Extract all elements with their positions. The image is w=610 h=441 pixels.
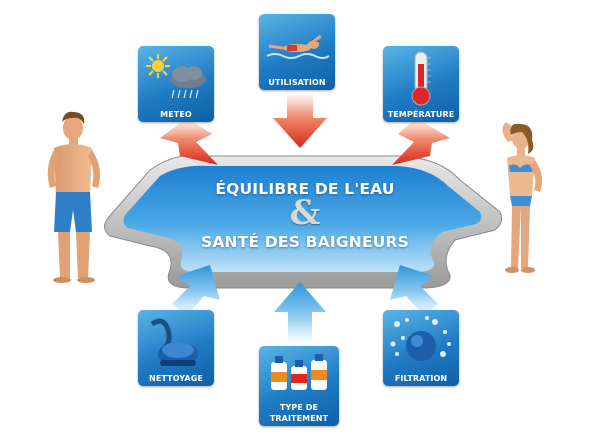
tile-label-meteo: METEO [160,110,192,119]
thermometer-icon [411,51,431,106]
tile-label-temperature: TEMPÉRATURE [387,110,455,119]
tile-filtration: FILTRATION [383,310,459,386]
filtration-bubbles-icon [390,316,451,361]
tile-utilisation: UTILISATION [259,14,335,90]
man-figure [47,111,100,283]
arrow-temperature [392,118,450,165]
arrow-meteo [160,118,218,165]
tile-label-type-de: TYPE DE [279,403,319,412]
tile-label-nettoyage: NETTOYAGE [149,374,203,383]
diagram-title-line1: ÉQUILIBRE DE L'EAU [215,180,395,198]
swimmer-icon [266,34,330,59]
pool-water [123,165,482,272]
tile-meteo: METEO [138,46,214,122]
tile-nettoyage: NETTOYAGE [138,310,214,386]
arrow-traitement [274,282,326,344]
input-arrows-top [160,92,450,165]
ampersand: & [289,193,321,233]
tile-label-utilisation: UTILISATION [268,78,326,87]
tile-label-filtration: FILTRATION [394,374,448,383]
diagram-title-line2: SANTÉ DES BAIGNEURS [200,233,410,251]
weather-icon [146,54,206,99]
input-arrows-bottom [172,265,438,344]
arrow-nettoyage [172,265,220,316]
arrow-filtration [390,265,438,316]
arrow-utilisation [273,92,327,148]
tile-type-de-traitement: TYPE DE TRAITEMENT [259,346,339,426]
treatment-bottles-icon [271,354,327,390]
tile-temperature: TEMPÉRATURE [383,46,459,122]
pool [104,154,503,289]
tile-label-traitement: TRAITEMENT [269,414,329,423]
pool-cleaner-icon [150,318,198,366]
woman-figure [502,122,543,273]
